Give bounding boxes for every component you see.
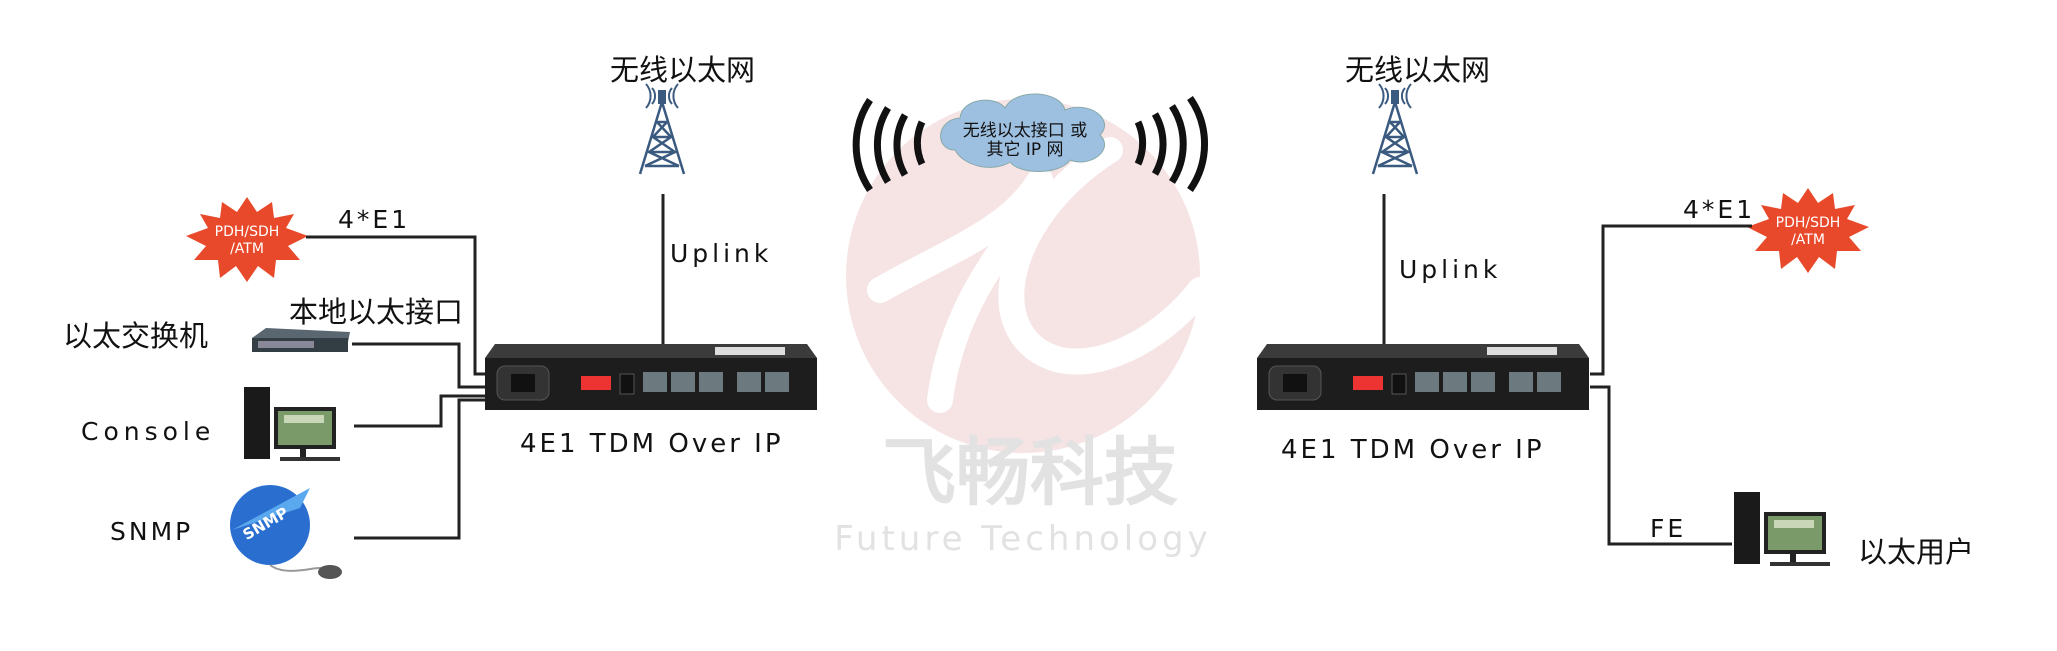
e1-wire	[306, 235, 485, 376]
fe-wire	[1590, 385, 1732, 546]
console-computer-icon	[244, 387, 340, 461]
watermark-logo: 飞畅科技 Future Technology	[834, 99, 1213, 559]
right-burst-line1: PDH/SDH	[1776, 215, 1841, 231]
left-e1-label: 4*E1	[338, 205, 410, 234]
wireless-signal-right-icon	[1134, 95, 1209, 193]
left-device-label: 4E1 TDM Over IP	[520, 429, 784, 459]
left-burst-line2: /ATM	[230, 241, 264, 257]
snmp-globe-icon: SNMP	[230, 485, 342, 579]
snmp-wire	[354, 398, 485, 540]
right-burst-line2: /ATM	[1791, 232, 1825, 248]
left-uplink-label: Uplink	[670, 239, 772, 268]
left-antenna-tower-icon	[638, 82, 686, 176]
local-eth-label: 本地以太接口	[289, 295, 463, 329]
ethernet-user-computer-icon	[1734, 492, 1830, 566]
switch-label: 以太交换机	[63, 319, 208, 353]
console-wire	[354, 394, 485, 428]
ethernet-switch-icon	[252, 328, 350, 352]
right-e1-label: 4*E1	[1683, 195, 1755, 224]
right-e1-wire	[1590, 224, 1752, 376]
ethernet-user-label: 以太用户	[1858, 535, 1974, 569]
right-device-label: 4E1 TDM Over IP	[1281, 435, 1545, 465]
cloud-line1: 无线以太接口 或	[963, 121, 1087, 141]
watermark-en: Future Technology	[834, 519, 1212, 559]
right-pdh-burst: PDH/SDH /ATM	[1747, 188, 1869, 273]
left-device-image	[484, 343, 818, 411]
cloud-line2: 其它 IP 网	[986, 140, 1063, 160]
console-label: Console	[81, 417, 215, 446]
left-pdh-burst: PDH/SDH /ATM	[186, 197, 308, 282]
wireless-signal-left-icon	[852, 98, 926, 192]
snmp-label: SNMP	[110, 517, 193, 546]
right-uplink-label: Uplink	[1399, 255, 1501, 284]
right-antenna-tower-icon	[1371, 82, 1419, 176]
watermark-cn: 飞畅科技	[882, 430, 1178, 516]
left-tower-label: 无线以太网	[610, 53, 755, 87]
cloud-network: 无线以太接口 或 其它 IP 网	[940, 93, 1106, 172]
right-tower-label: 无线以太网	[1345, 53, 1490, 87]
right-device-image	[1256, 343, 1590, 411]
fe-label: FE	[1650, 514, 1686, 543]
switch-wire	[352, 342, 485, 389]
left-burst-line1: PDH/SDH	[215, 224, 280, 240]
